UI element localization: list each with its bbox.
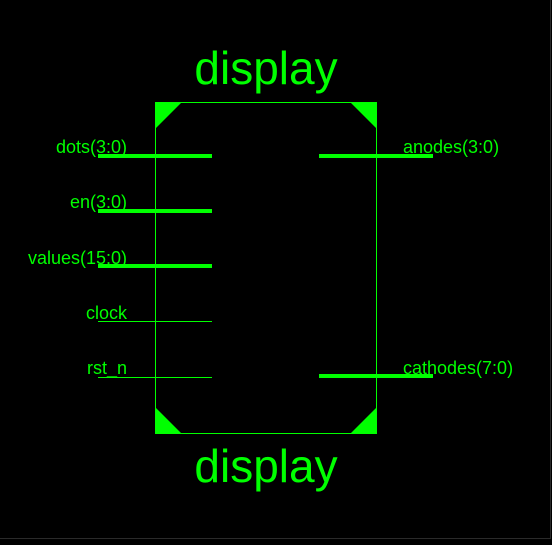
port-label: en(3:0) bbox=[70, 192, 127, 212]
symbol-title-bottom: display bbox=[194, 440, 337, 492]
port-label: values(15:0) bbox=[28, 248, 127, 268]
port-label: rst_n bbox=[87, 358, 127, 379]
port-rst-n[interactable]: rst_n bbox=[87, 358, 212, 379]
port-en[interactable]: en(3:0) bbox=[70, 192, 212, 213]
corner-marker-bottom-right bbox=[350, 407, 377, 434]
port-label: cathodes(7:0) bbox=[403, 358, 513, 378]
symbol-title-top: display bbox=[194, 42, 337, 94]
port-values[interactable]: values(15:0) bbox=[28, 248, 212, 268]
corner-marker-top-left bbox=[155, 102, 182, 129]
port-cathodes[interactable]: cathodes(7:0) bbox=[319, 358, 513, 378]
port-label: dots(3:0) bbox=[56, 137, 127, 157]
port-dots[interactable]: dots(3:0) bbox=[56, 137, 212, 158]
corner-marker-bottom-left bbox=[155, 407, 182, 434]
corner-marker-top-right bbox=[350, 102, 377, 129]
port-label: anodes(3:0) bbox=[403, 137, 499, 157]
port-anodes[interactable]: anodes(3:0) bbox=[319, 137, 499, 158]
port-clock[interactable]: clock bbox=[86, 303, 212, 323]
port-label: clock bbox=[86, 303, 128, 323]
